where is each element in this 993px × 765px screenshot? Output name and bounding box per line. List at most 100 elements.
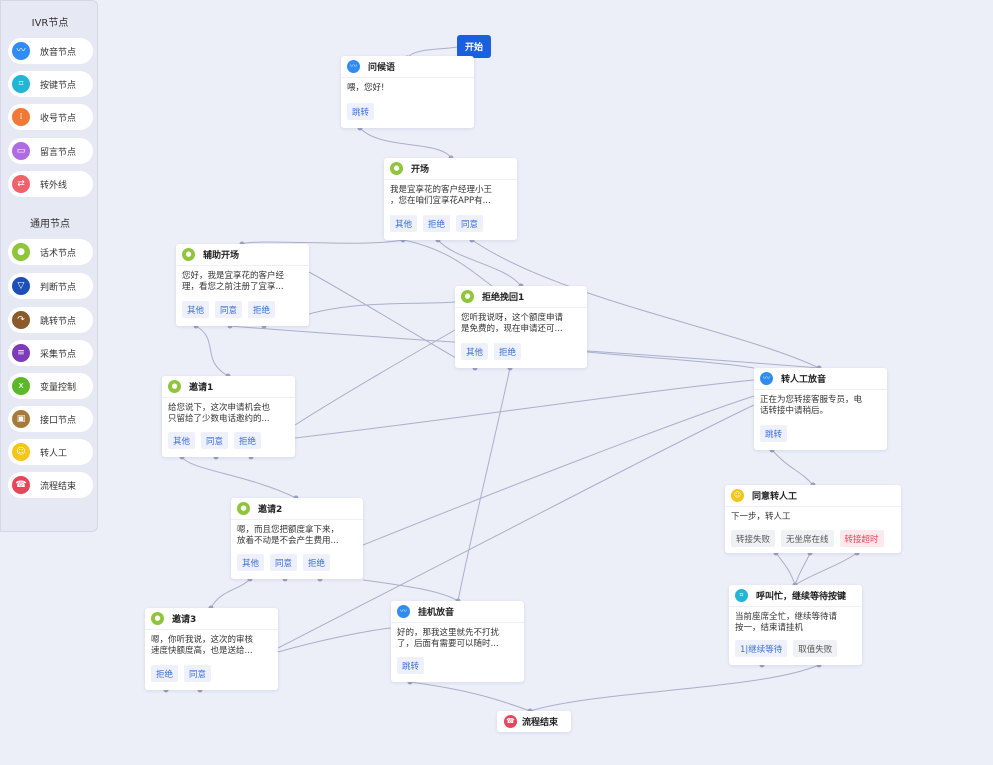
branch-button[interactable]: 拒绝 bbox=[248, 301, 276, 318]
agent-icon: ☺ bbox=[731, 489, 744, 502]
node-body: 嗯，你听我说，这次的审核 速度快额度高，也是送给... bbox=[151, 635, 254, 656]
palette-item-collect[interactable]: ≡ 采集节点 bbox=[8, 340, 93, 366]
script-mic-icon: ● bbox=[12, 243, 30, 261]
node-body: 正在为您转接客服专员，电 话转接中请稍后。 bbox=[760, 395, 863, 416]
branch-button[interactable]: 取值失败 bbox=[793, 640, 838, 657]
edge bbox=[359, 127, 452, 159]
jump-icon: ↷ bbox=[12, 311, 30, 329]
branch-button[interactable]: 跳转 bbox=[397, 657, 425, 674]
script-mic-icon: ● bbox=[390, 162, 403, 175]
branch-button[interactable]: 拒绝 bbox=[494, 343, 522, 360]
node-body: 给您说下，这次申请机会也 只留给了少数电话邀约的... bbox=[168, 403, 271, 424]
branch-button[interactable]: 其他 bbox=[390, 215, 418, 232]
end-node-label: 流程结束 bbox=[522, 718, 559, 728]
node-title: 辅助开场 bbox=[203, 251, 240, 261]
palette-item-label: 跳转节点 bbox=[40, 316, 77, 327]
api-icon: ▣ bbox=[12, 410, 30, 428]
keypad-icon: ⌗ bbox=[735, 589, 748, 602]
edge bbox=[362, 579, 459, 602]
edge bbox=[308, 271, 475, 369]
node-invite-3[interactable]: ● 邀请3 嗯，你听我说，这次的审核 速度快额度高，也是送给... 拒绝 同意 bbox=[145, 608, 278, 690]
node-hangup-audio[interactable]: 〰挂机放音 好的，那我这里就先不打扰 了，后面有需要可以随时... 跳转 bbox=[391, 601, 524, 682]
edge bbox=[362, 395, 755, 546]
end-node[interactable]: ☎ 流程结束 bbox=[497, 711, 571, 732]
node-aux-opening[interactable]: ●辅助开场 您好，我是宜享花的客户经 理，看您之前注册了宜享... 其他 同意 … bbox=[176, 244, 309, 326]
edge bbox=[294, 379, 755, 439]
palette-item-label: 按键节点 bbox=[40, 80, 77, 91]
node-title: 邀请3 bbox=[172, 615, 197, 625]
edge bbox=[294, 329, 456, 426]
node-body: 当前座席全忙，继续等待请 按一，结束请挂机 bbox=[735, 612, 838, 633]
branch-button[interactable]: 其他 bbox=[461, 343, 489, 360]
palette-item-label: 收号节点 bbox=[40, 113, 77, 124]
branch-button[interactable]: 同意 bbox=[184, 665, 212, 682]
palette-item-label: 转外线 bbox=[40, 180, 68, 191]
branch-button[interactable]: 跳转 bbox=[760, 425, 788, 442]
branch-button[interactable]: 其他 bbox=[168, 432, 196, 449]
palette-item-label: 话术节点 bbox=[40, 248, 77, 259]
node-greeting[interactable]: 〰问候语 喂，您好! 跳转 bbox=[341, 56, 474, 128]
branch-button[interactable]: 拒绝 bbox=[303, 554, 331, 571]
audio-wave-icon: 〰 bbox=[12, 42, 30, 60]
start-node[interactable]: 开始 bbox=[457, 35, 491, 58]
general-section-title: 通用节点 bbox=[30, 219, 70, 230]
dial-grid-icon: ⁞ bbox=[12, 108, 30, 126]
branch-button[interactable]: 转接失败 bbox=[731, 530, 776, 547]
branch-button[interactable]: 其他 bbox=[182, 301, 210, 318]
edge bbox=[586, 351, 755, 369]
edge bbox=[529, 664, 820, 712]
audio-wave-icon: 〰 bbox=[397, 605, 410, 618]
node-body: 好的，那我这里就先不打扰 了，后面有需要可以随时... bbox=[397, 628, 500, 649]
audio-wave-icon: 〰 bbox=[760, 372, 773, 385]
palette-item-end[interactable]: ☎ 流程结束 bbox=[8, 472, 93, 498]
node-opening[interactable]: ●开场 我是宜享花的客户经理小王 ，您在咱们宜享花APP有... 其他 拒绝 同… bbox=[384, 158, 517, 240]
palette-item-condition[interactable]: ▽ 判断节点 bbox=[8, 273, 93, 299]
branch-button[interactable]: 同意 bbox=[270, 554, 298, 571]
branch-button[interactable]: 拒绝 bbox=[151, 665, 179, 682]
palette-item-label: 采集节点 bbox=[40, 349, 77, 360]
node-title: 问候语 bbox=[368, 63, 396, 73]
script-mic-icon: ● bbox=[151, 612, 164, 625]
variable-x-icon: x bbox=[12, 377, 30, 395]
node-agree-transfer[interactable]: ☺ 同意转人工 下一步，转人工 转接失败 无坐席在线 转接超时 bbox=[725, 485, 901, 553]
branch-button[interactable]: 同意 bbox=[215, 301, 243, 318]
edge bbox=[403, 239, 493, 287]
node-transfer-audio[interactable]: 〰转人工放音 正在为您转接客服专员，电 话转接中请稍后。 跳转 bbox=[754, 368, 887, 450]
node-invite-2[interactable]: ●邀请2 嗯，而且您把额度拿下来， 放着不动是不会产生费用... 其他 同意 拒… bbox=[231, 498, 363, 579]
edge bbox=[457, 367, 511, 602]
node-title: 邀请2 bbox=[258, 505, 283, 515]
node-busy-wait[interactable]: ⌗ 呼叫忙，继续等待按键 当前座席全忙，继续等待请 按一，结束请挂机 1|继续等待… bbox=[729, 585, 862, 665]
branch-button[interactable]: 同意 bbox=[201, 432, 229, 449]
edge bbox=[210, 578, 251, 609]
node-body: 下一步，转人工 bbox=[731, 512, 791, 522]
palette-item-keypress[interactable]: ⌗ 按键节点 bbox=[8, 71, 93, 97]
branch-button[interactable]: 无坐席在线 bbox=[781, 530, 834, 547]
edge bbox=[195, 325, 229, 377]
palette-item-variable[interactable]: x 变量控制 bbox=[8, 373, 93, 399]
palette-item-collect-digits[interactable]: ⁞ 收号节点 bbox=[8, 104, 93, 130]
branch-button[interactable]: 其他 bbox=[237, 554, 265, 571]
palette-item-label: 放音节点 bbox=[40, 47, 77, 58]
branch-button[interactable]: 转接超时 bbox=[839, 530, 884, 547]
palette-item-script[interactable]: ● 话术节点 bbox=[8, 239, 93, 265]
node-refuse-retain[interactable]: ●拒绝挽回1 您听我说呀，这个额度申请 是免费的，现在申请还可... 其他 拒绝 bbox=[455, 286, 587, 368]
palette-item-voicemail[interactable]: ▭ 留言节点 bbox=[8, 138, 93, 164]
node-title: 呼叫忙，继续等待按键 bbox=[756, 592, 847, 602]
message-icon: ▭ bbox=[12, 142, 30, 160]
branch-button[interactable]: 1|继续等待 bbox=[735, 640, 788, 657]
branch-button[interactable]: 拒绝 bbox=[234, 432, 262, 449]
node-invite-1[interactable]: ●邀请1 给您说下，这次申请机会也 只留给了少数电话邀约的... 其他 同意 拒… bbox=[162, 376, 295, 457]
edge bbox=[308, 301, 456, 315]
edge bbox=[771, 449, 814, 486]
branch-button[interactable]: 跳转 bbox=[347, 103, 375, 120]
palette-item-external-transfer[interactable]: ⇄ 转外线 bbox=[8, 171, 93, 197]
branch-button[interactable]: 同意 bbox=[456, 215, 484, 232]
branch-button[interactable]: 拒绝 bbox=[423, 215, 451, 232]
palette-item-jump[interactable]: ↷ 跳转节点 bbox=[8, 307, 93, 333]
palette-item-agent[interactable]: ☺ 转人工 bbox=[8, 439, 93, 465]
edge bbox=[277, 627, 392, 653]
node-title: 同意转人工 bbox=[752, 492, 798, 502]
node-title: 邀请1 bbox=[189, 383, 214, 393]
palette-item-play-audio[interactable]: 〰 放音节点 bbox=[8, 38, 93, 64]
palette-item-api[interactable]: ▣ 接口节点 bbox=[8, 406, 93, 432]
